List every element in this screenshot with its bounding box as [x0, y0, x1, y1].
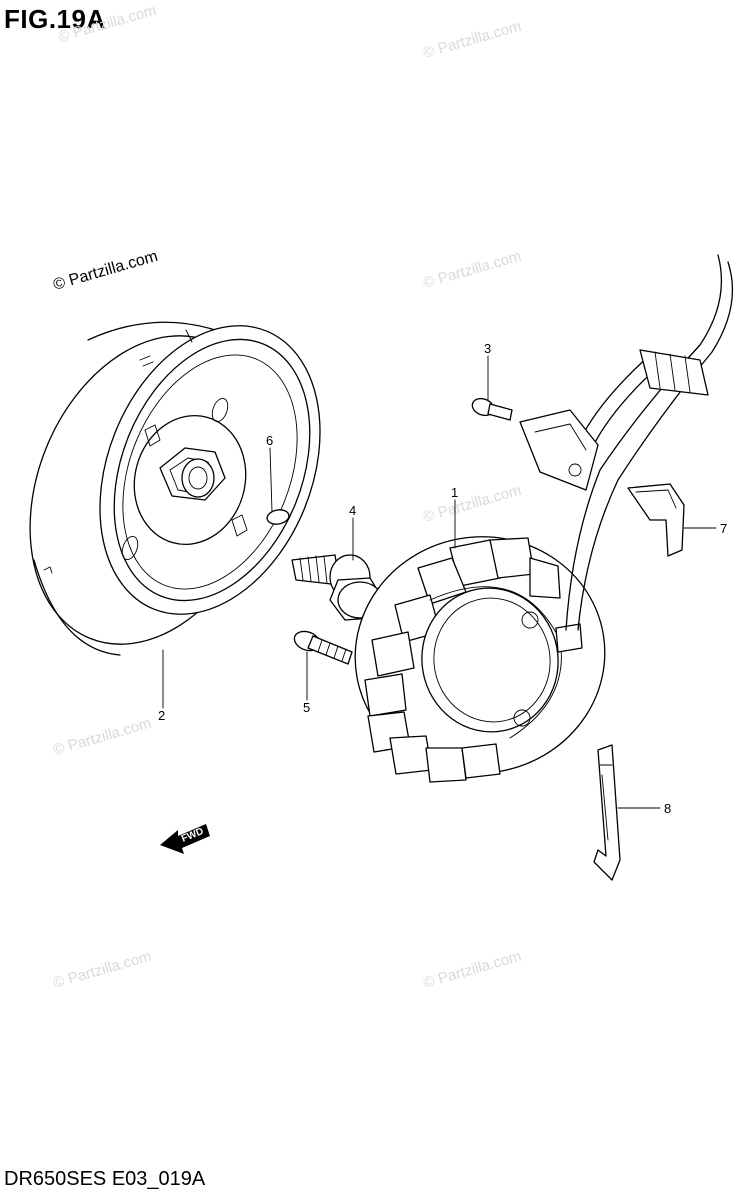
watermark-dark: © Partzilla.com: [51, 248, 159, 294]
callout-6: 6: [266, 433, 273, 448]
watermark: © Partzilla.com: [51, 715, 153, 759]
watermark: © Partzilla.com: [421, 482, 523, 526]
wire-strap: [593, 744, 621, 881]
watermark: © Partzilla.com: [51, 948, 153, 992]
callout-1: 1: [451, 485, 458, 500]
forward-arrow: FWD: [160, 824, 210, 854]
figure-title: FIG.19A: [4, 4, 106, 34]
callout-7: 7: [720, 521, 727, 536]
diagram-code: DR650SES E03_019A: [4, 1168, 206, 1190]
callout-8: 8: [664, 801, 671, 816]
watermark: © Partzilla.com: [421, 948, 523, 992]
watermark: © Partzilla.com: [421, 18, 523, 62]
stator-screw: [293, 630, 353, 665]
flywheel-rotor: [29, 321, 321, 656]
callout-3: 3: [484, 341, 491, 356]
callout-leaders: [162, 355, 717, 809]
harness-screw: [471, 397, 513, 421]
callout-5: 5: [303, 700, 310, 715]
watermark: © Partzilla.com: [421, 248, 523, 292]
wire-clip: [627, 483, 685, 557]
callout-labels: 1 2 3 4 5 6 7 8: [158, 341, 727, 816]
watermark: © Partzilla.com: [56, 2, 158, 46]
wire-harness: [519, 254, 734, 631]
stator-assembly: [354, 536, 606, 783]
callout-2: 2: [158, 708, 165, 723]
callout-4: 4: [349, 503, 356, 518]
